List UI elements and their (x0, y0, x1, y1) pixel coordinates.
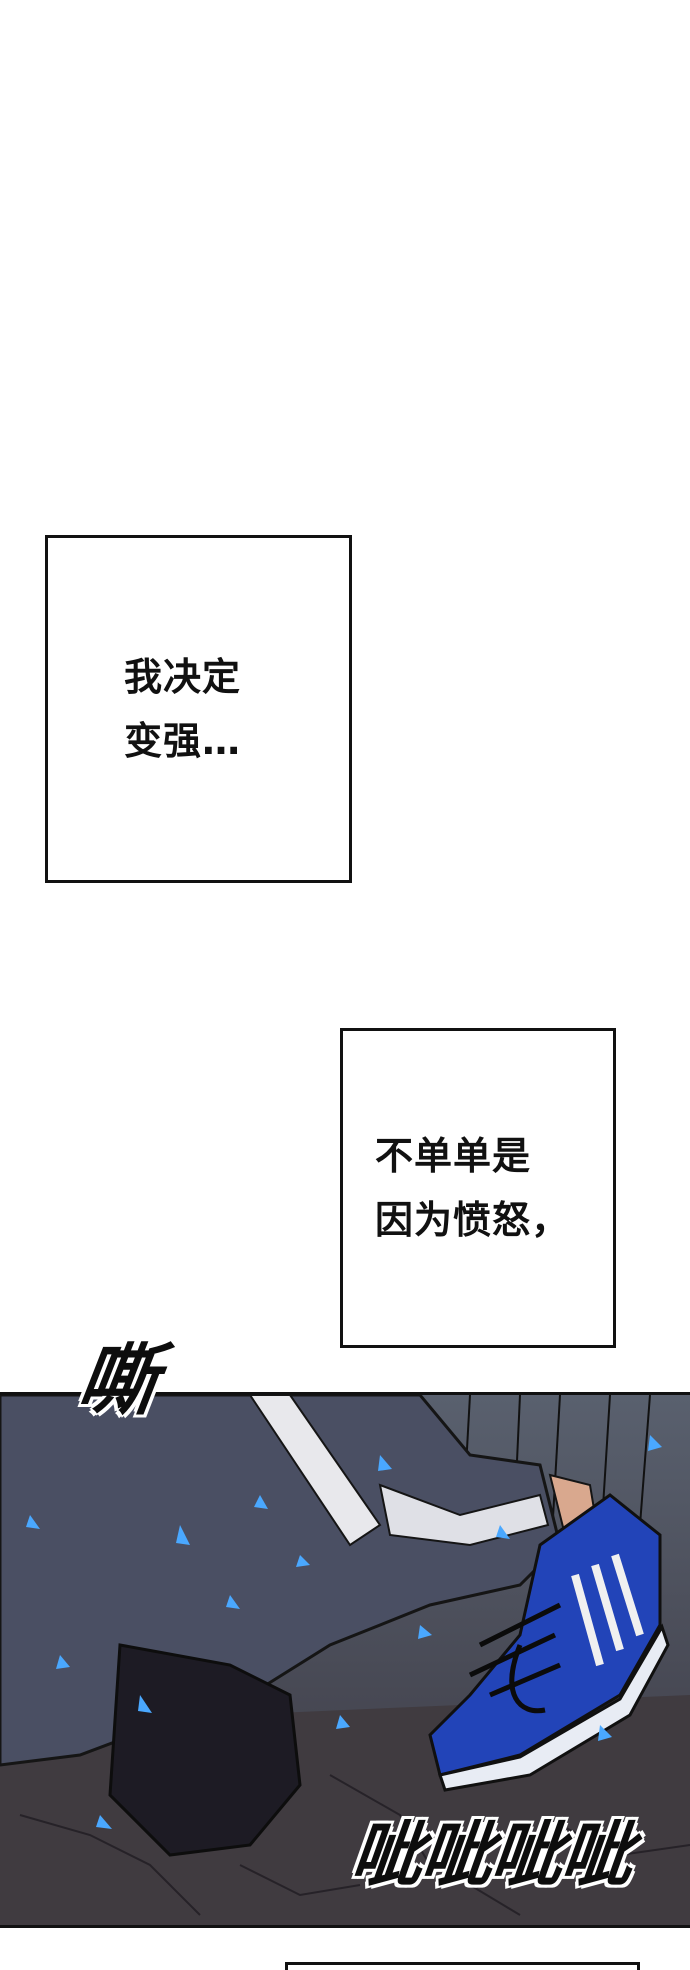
caption-text-2: 不单单是 因为愤怒， (375, 1134, 571, 1242)
energy-shards (26, 1435, 662, 1829)
caption-box-2: 不单单是 因为愤怒， (340, 1028, 616, 1348)
sneaker-stripes (571, 1553, 644, 1667)
caption-box-1: 我决定 变强… (45, 535, 352, 883)
comic-panel-legs (0, 1392, 690, 1928)
sneaker-sole (438, 1623, 670, 1792)
pants-cuff-stripe (378, 1483, 550, 1547)
ground-cracks (19, 1774, 690, 1916)
next-panel-edge (285, 1962, 640, 1970)
panel-illustration (0, 1395, 690, 1925)
pants-stripe (248, 1395, 382, 1547)
sound-effect-sizzle: 呲呲呲呲 (345, 1812, 637, 1899)
sneaker-laces (468, 1602, 562, 1714)
blue-sneaker (428, 1493, 662, 1777)
back-leg-shadow (108, 1643, 302, 1857)
sound-effect-hiss: 嘶 (71, 1335, 161, 1428)
caption-text-1: 我决定 变强… (124, 655, 242, 763)
